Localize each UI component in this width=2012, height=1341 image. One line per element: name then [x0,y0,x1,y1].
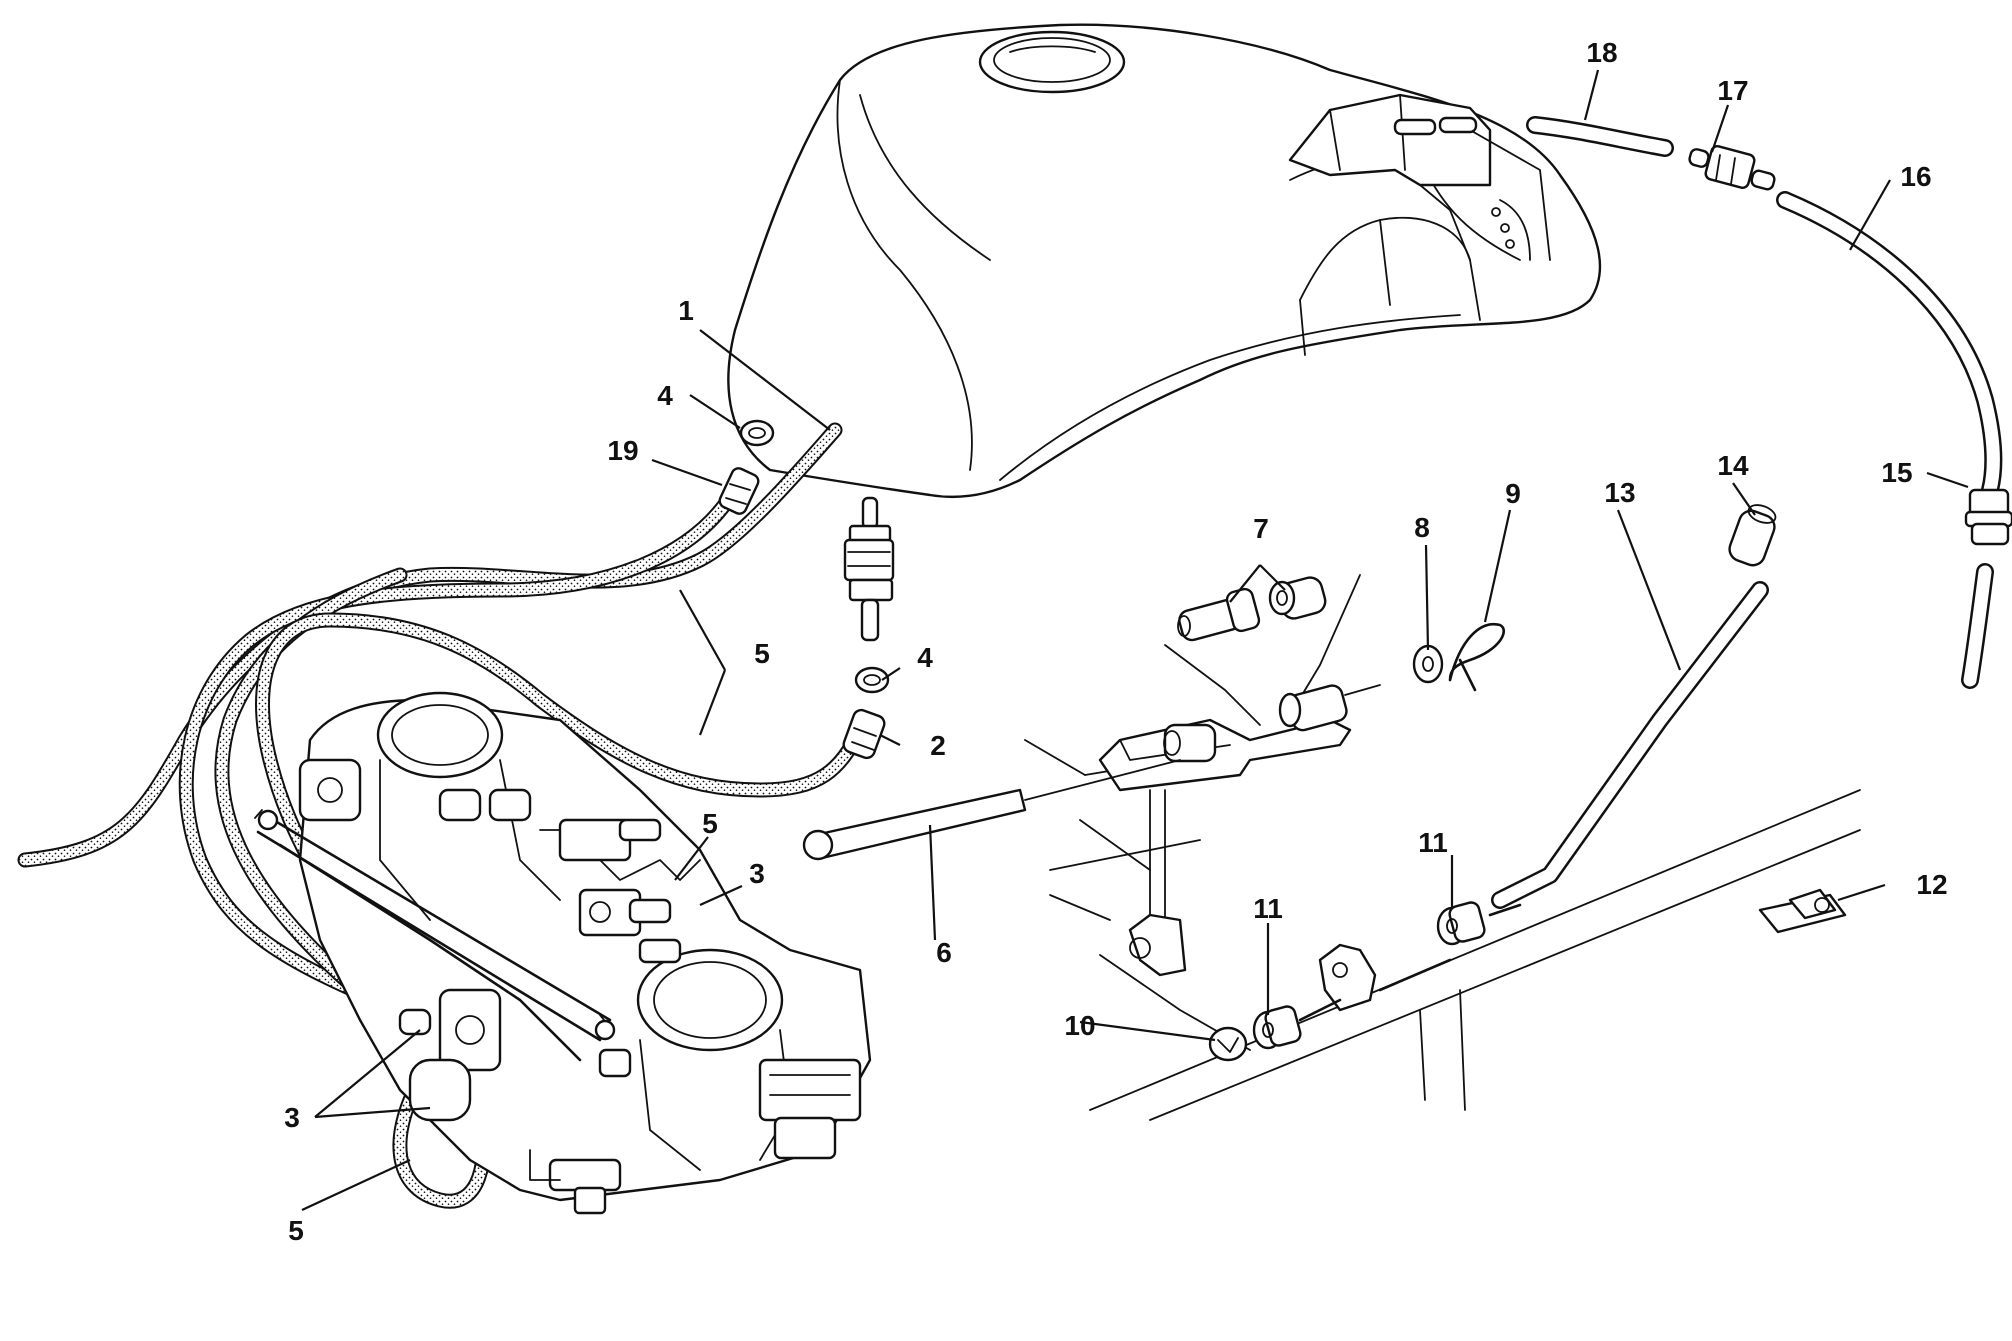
callout-labels: 1 2 3 3 4 4 5 5 5 6 7 8 9 10 11 11 12 13… [284,37,1947,1246]
pivot-bracket [1098,718,1352,792]
callout-14: 14 [1717,450,1749,481]
hose-clamp-4-upper [739,419,775,447]
callout-17: 17 [1717,75,1748,106]
prop-rod-13 [1491,581,1769,909]
hose-clamp-4-lower [854,666,890,694]
throttle-body-assembly [254,691,872,1215]
lower-mount-bracket [1298,903,1522,1022]
callout-18: 18 [1586,37,1617,68]
callout-7: 7 [1253,513,1269,544]
bushing-lower [1278,684,1381,732]
callout-4-upper: 4 [657,380,673,411]
vent-hose-16 [1776,191,2003,499]
callout-15: 15 [1881,457,1912,488]
fuel-filter [843,496,895,642]
bushing-11-left [1252,1005,1302,1050]
callout-11-right: 11 [1418,827,1448,858]
callout-9: 9 [1505,478,1521,509]
callout-2: 2 [930,730,946,761]
callout-5-middle: 5 [702,808,718,839]
callout-10: 10 [1064,1010,1095,1041]
callout-4-lower: 4 [917,642,933,673]
callout-5-lower: 5 [288,1215,304,1246]
pivot-pin-6 [802,759,1181,861]
rubber-cap-14 [1728,504,1777,567]
fuel-tank [727,23,1602,498]
callout-3-upper: 3 [749,858,765,889]
washer-8 [1412,644,1444,684]
callout-13: 13 [1604,477,1635,508]
drain-hose-end [1961,563,1994,689]
callout-1: 1 [678,295,694,326]
bushing-11-right [1436,901,1486,946]
r-clip-9 [1448,622,1505,692]
callout-16: 16 [1900,161,1931,192]
hose-connector-15 [1964,488,2012,546]
fuel-hoses-5 [17,422,868,1209]
callout-8: 8 [1414,512,1430,543]
vent-valve-17 [1688,145,1776,191]
callout-3-lower: 3 [284,1102,300,1133]
hose-clamp-2 [842,708,886,760]
callout-11-left: 11 [1253,893,1283,924]
callout-6: 6 [936,937,952,968]
leader-lines [301,69,1969,1211]
clip-12 [1758,888,1847,934]
callout-5-upper: 5 [754,638,770,669]
tank-vent-hose-18 [1526,116,1674,157]
callout-19: 19 [607,435,638,466]
hose-clamp-19 [718,467,760,515]
callout-12: 12 [1916,869,1947,900]
circlip-10 [1208,1026,1248,1062]
bushings-7 [1164,574,1361,726]
